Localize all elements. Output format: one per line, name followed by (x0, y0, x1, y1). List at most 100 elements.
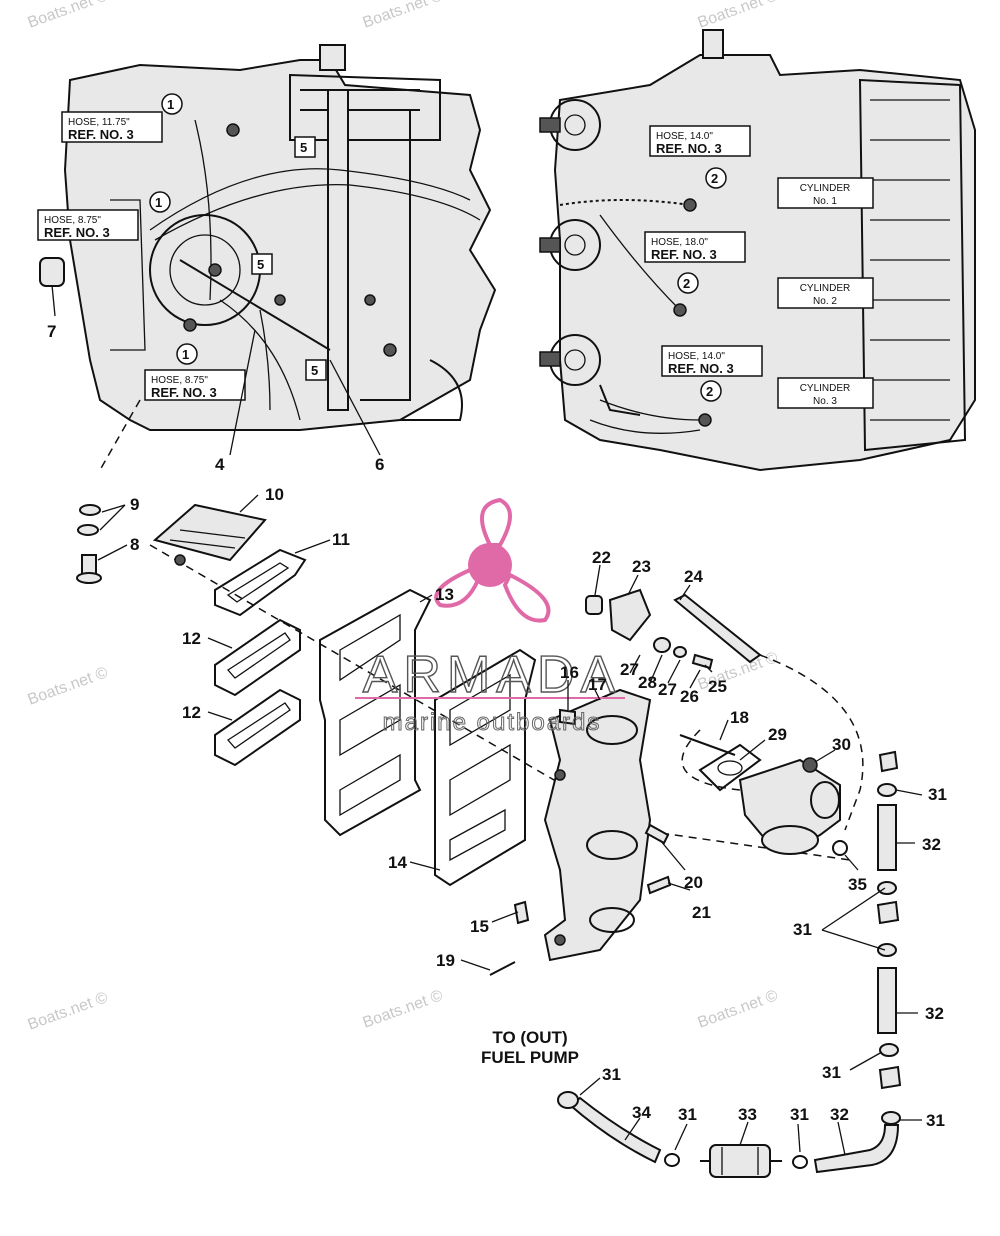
hose-clamp (877, 943, 897, 957)
screw (646, 875, 672, 895)
svg-text:REF. NO. 3: REF. NO. 3 (68, 127, 134, 142)
callout-label: 6 (375, 455, 384, 474)
hose-label: HOSE, 8.75" REF. NO. 3 (144, 369, 246, 401)
svg-text:1: 1 (167, 97, 174, 112)
reed-block (152, 503, 267, 566)
callout-label: 28 (638, 673, 657, 692)
callout-label: 31 (822, 1063, 841, 1082)
svg-text:HOSE, 18.0": HOSE, 18.0" (651, 237, 708, 248)
fitting (876, 900, 900, 925)
cylinder-label: CYLINDER No. 2 (777, 277, 874, 309)
callout-label: 27 (620, 660, 639, 679)
circled-ref: 2 (677, 272, 699, 294)
callout-label: 19 (436, 951, 455, 970)
intake-manifold (543, 688, 652, 962)
svg-text:5: 5 (257, 257, 264, 272)
callout-label: 12 (182, 629, 201, 648)
screw (76, 554, 102, 584)
callout-label: 14 (388, 853, 407, 872)
fuel-hose (877, 804, 897, 871)
callout-label: 31 (678, 1105, 697, 1124)
brand-logo: ARMADA marine outboards (355, 497, 625, 737)
hose-label: HOSE, 14.0" REF. NO. 3 (649, 125, 751, 157)
callout-label: 32 (830, 1105, 849, 1124)
cylinder-label: CYLINDER No. 3 (777, 377, 874, 409)
fitting (878, 1065, 902, 1090)
callout-label: 22 (592, 548, 611, 567)
washers (77, 504, 101, 536)
svg-text:TO (OUT): TO (OUT) (492, 1028, 567, 1047)
callout-label: 8 (130, 535, 139, 554)
bushing (585, 595, 603, 615)
fuel-hose (877, 967, 897, 1034)
svg-text:REF. NO. 3: REF. NO. 3 (668, 361, 734, 376)
stud (679, 734, 736, 756)
watermark: Boats.net © (361, 0, 446, 32)
hose-label: HOSE, 14.0" REF. NO. 3 (661, 345, 763, 377)
svg-text:CYLINDER: CYLINDER (800, 383, 851, 394)
hose-label: HOSE, 8.75" REF. NO. 3 (37, 209, 139, 241)
fuel-hose (568, 1096, 662, 1164)
callout-label: 24 (684, 567, 703, 586)
svg-text:2: 2 (711, 171, 718, 186)
circled-ref: 1 (161, 93, 183, 115)
brand-tagline: marine outboards (383, 709, 602, 736)
plug (644, 823, 670, 845)
callout-label: 7 (47, 322, 56, 341)
callout-label: 31 (926, 1111, 945, 1130)
svg-text:5: 5 (300, 140, 307, 155)
callout-label: 11 (332, 530, 350, 549)
callout-label: 16 (560, 663, 579, 682)
callout-label: 31 (602, 1065, 621, 1084)
screw (691, 653, 714, 670)
svg-text:REF. NO. 3: REF. NO. 3 (151, 385, 217, 400)
callout-label: 13 (435, 585, 454, 604)
spacer (653, 637, 671, 653)
watermark: Boats.net © (26, 0, 111, 32)
hose-label: HOSE, 18.0" REF. NO. 3 (644, 231, 746, 263)
watermark: Boats.net © (26, 664, 111, 709)
watermark: Boats.net © (696, 987, 781, 1032)
cylinder-label: CYLINDER No. 1 (777, 177, 874, 209)
hose-clamp (877, 881, 897, 895)
callout-label: 10 (265, 485, 284, 504)
callout-label: 27 (658, 680, 677, 699)
callout-label: 26 (680, 687, 699, 706)
svg-text:HOSE, 11.75": HOSE, 11.75" (68, 117, 130, 128)
hose-clamp (881, 1111, 901, 1125)
callout-label: 9 (130, 495, 139, 514)
gasket-plate (319, 588, 432, 837)
boxed-ref: 5 (294, 136, 316, 158)
callout-label: 31 (793, 920, 812, 939)
gasket (214, 688, 301, 767)
hose-label: HOSE, 11.75" REF. NO. 3 (61, 111, 163, 143)
screw (559, 708, 576, 726)
callout-label: 31 (790, 1105, 809, 1124)
carburetor-gasket (698, 743, 762, 792)
svg-text:HOSE, 8.75": HOSE, 8.75" (44, 215, 101, 226)
svg-text:HOSE, 14.0": HOSE, 14.0" (656, 131, 713, 142)
svg-text:FUEL PUMP: FUEL PUMP (481, 1048, 579, 1067)
shaft (673, 593, 762, 664)
callout-label: 32 (922, 835, 941, 854)
watermark: Boats.net © (696, 0, 781, 32)
hose-clamp (832, 840, 848, 856)
circled-ref: 2 (700, 380, 722, 402)
brand-name: ARMADA (363, 646, 621, 704)
callout-label: 4 (215, 455, 225, 474)
hose-clamp (877, 783, 897, 797)
callout-label: 31 (928, 785, 947, 804)
engine-right-view (539, 29, 976, 472)
svg-text:2: 2 (683, 276, 690, 291)
hose-clamp (664, 1153, 680, 1167)
screw (513, 900, 530, 925)
gasket-plate (434, 648, 537, 887)
svg-text:1: 1 (155, 195, 162, 210)
callout-label: 35 (848, 875, 867, 894)
svg-text:HOSE, 8.75": HOSE, 8.75" (151, 375, 208, 386)
hose-clamp (557, 1091, 579, 1109)
svg-text:5: 5 (311, 363, 318, 378)
circled-ref: 2 (705, 167, 727, 189)
